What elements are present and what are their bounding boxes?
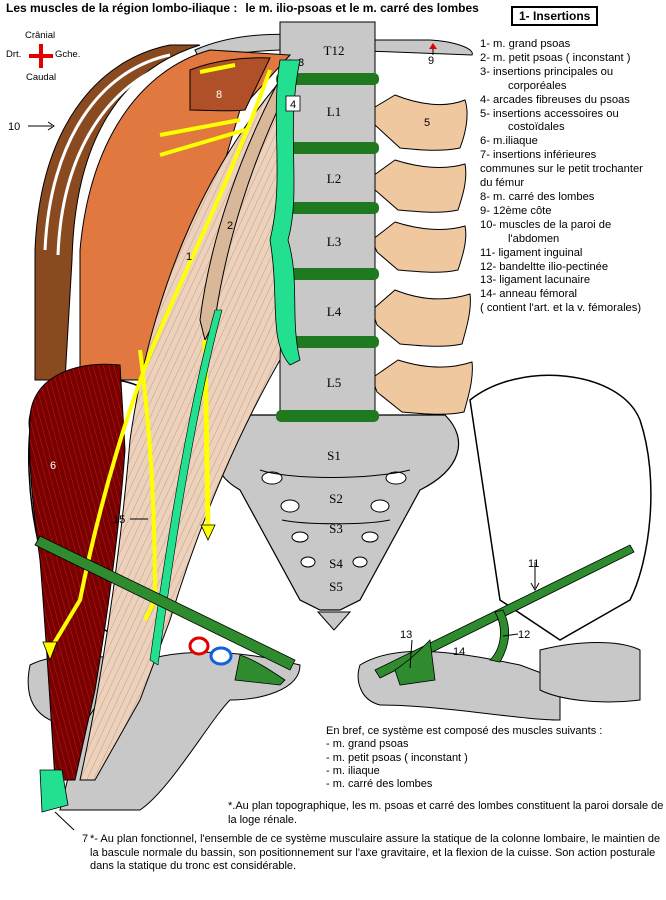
figure-number-1: 1: [186, 251, 192, 263]
sacral-S2: S2: [329, 491, 343, 506]
vertebra-L4: L4: [327, 304, 342, 319]
quadratus-lumborum: [79, 49, 292, 381]
title-part-1: Les muscles de la région lombo-iliaque :: [6, 1, 238, 15]
summary-item: - m. iliaque: [326, 764, 380, 777]
legend-item: 10- muscles de la paroi de: [480, 218, 612, 231]
lacunar-ligament-right: [234, 654, 286, 686]
summary-item: - m. petit psoas ( inconstant ): [326, 751, 468, 764]
orientation-left: Gche.: [55, 49, 81, 60]
figure-number-5: 5: [424, 117, 430, 129]
note-topographic: *.Au plan topographique, les m. psoas et…: [228, 800, 664, 826]
orientation-right: Drt.: [6, 49, 22, 60]
lesser-trochanter-insertion: [39, 769, 69, 813]
orientation-compass: Crânial Drt. Gche. Caudal: [6, 30, 86, 92]
legend-item: 7- insertions inférieures: [480, 149, 597, 162]
figure-number-4: 4: [290, 99, 296, 111]
summary-intro: En bref, ce système est composé des musc…: [326, 725, 603, 737]
legend-item: 12- bandeltte ilio-pectinée: [480, 260, 609, 273]
femoral-artery: [188, 636, 210, 656]
left-pelvic-rim: [539, 642, 641, 703]
legend-item: 14- anneau fémoral: [480, 288, 578, 301]
legend-item: ( contient l'art. et la v. fémorales): [480, 302, 642, 315]
sacral-foramina: [261, 471, 407, 568]
nerve-arrow: [42, 641, 58, 662]
figure-number-14: 14: [453, 646, 465, 658]
title-part-2: le m. ilio-psoas et le m. carré des lomb…: [245, 1, 479, 15]
legend-item: communes sur le petit trochanter: [480, 163, 643, 176]
figure-number-12: 12: [518, 629, 530, 641]
legend-item: 8- m. carré des lombes: [480, 190, 595, 203]
summary-block: En bref, ce système est composé des musc…: [326, 725, 602, 791]
vertebra-L2: L2: [327, 171, 341, 186]
rib-marker-arrow: [429, 43, 437, 49]
orientation-caudal: Caudal: [26, 72, 57, 83]
summary-item: - m. carré des lombes: [326, 778, 433, 791]
iliopectineal-band: [489, 609, 510, 663]
inguinal-ligament-left: [374, 544, 635, 679]
legend-item: 1- m. grand psoas: [480, 38, 571, 50]
legend-item: 6- m.iliaque: [480, 135, 538, 148]
sacral-line-2: [281, 519, 391, 525]
page-title: Les muscles de la région lombo-iliaque :…: [6, 1, 479, 15]
sacral-S3: S3: [329, 521, 343, 536]
legend-item: 11- ligament inguinal: [480, 246, 583, 259]
sacral-line-1: [259, 469, 411, 478]
corporeal-insertions: [269, 59, 301, 366]
transverse-processes: [369, 94, 473, 415]
coccyx: [316, 611, 352, 631]
summary-item: - m. grand psoas: [326, 738, 409, 751]
legend-item: corporéales: [508, 79, 567, 92]
left-pubic-bone: [357, 650, 561, 721]
legend-item: 3- insertions principales ou: [480, 65, 614, 78]
legend-item: 13- ligament lacunaire: [480, 274, 591, 287]
left-iliac-bone: [469, 374, 652, 641]
legend-item: costoïdales: [508, 121, 565, 134]
section-label: 1- Insertions: [511, 6, 599, 26]
inguinal-ligament-right: [34, 535, 296, 671]
sacral-S4: S4: [329, 556, 343, 571]
orientation-cranial: Crânial: [25, 30, 56, 41]
figure-number-8: 8: [216, 89, 222, 101]
callout-lines: [28, 46, 540, 831]
legend-item: du fémur: [480, 177, 525, 190]
figure-number-10: 10: [8, 121, 20, 133]
sacral-S1: S1: [327, 448, 341, 463]
figure-number-7: 7: [82, 833, 88, 845]
vertebra-L5: L5: [327, 375, 341, 390]
legend-item: 9- 12ème côte: [480, 204, 552, 217]
legend-item: l'abdomen: [508, 232, 560, 245]
iliacus: [28, 363, 126, 781]
legend-item: 4- arcades fibreuses du psoas: [480, 93, 630, 106]
figure-number-6: 6: [50, 460, 56, 472]
figure-number-2: 2: [227, 220, 233, 232]
note-functional: *- Au plan fonctionnel, l'ensemble de ce…: [90, 833, 661, 872]
psoas-major: [79, 68, 291, 781]
figure-number-15: 15: [113, 514, 125, 526]
sacral-S5: S5: [329, 579, 343, 594]
cross-horizontal: [29, 54, 53, 58]
figure-number-3: 3: [298, 57, 304, 69]
lacunar-ligament: [394, 639, 436, 686]
legend-item: 5- insertions accessoires ou: [480, 107, 619, 120]
intervertebral-discs: [276, 73, 379, 422]
figure-number-9: 9: [428, 55, 434, 67]
figure-number-11: 11: [528, 558, 539, 570]
vertebra-L1: L1: [327, 104, 341, 119]
figure-number-13: 13: [400, 629, 412, 641]
legend-item: 2- m. petit psoas ( inconstant ): [480, 51, 631, 64]
vertebra-T12: T12: [324, 43, 345, 58]
vertebra-L3: L3: [327, 234, 341, 249]
nerves: [48, 63, 272, 652]
femoral-vein: [209, 646, 233, 666]
psoas-tendon-green: [149, 309, 223, 666]
